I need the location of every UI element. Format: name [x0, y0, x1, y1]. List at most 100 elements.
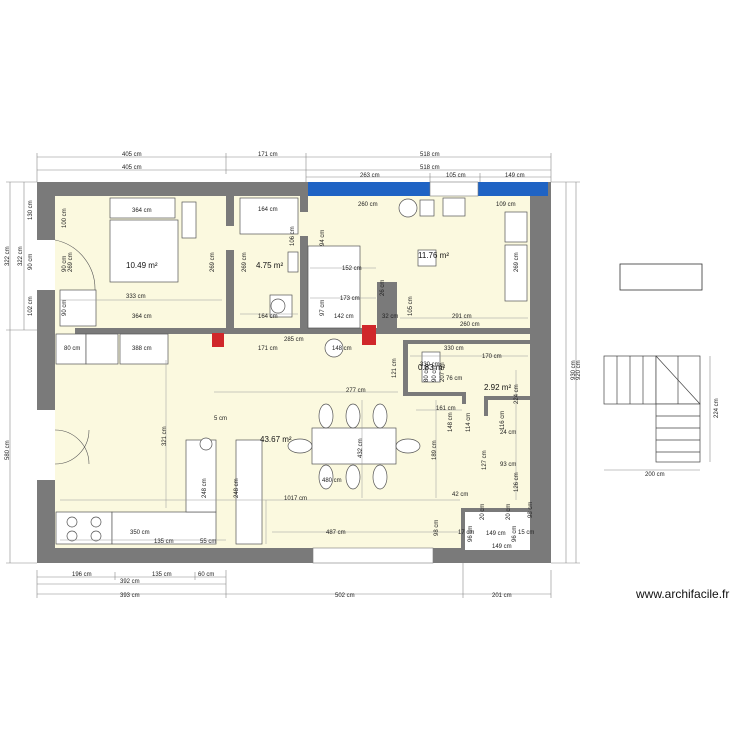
dim-135b: 135 cm	[154, 539, 174, 545]
bathroom-area-label: 4.75 m²	[256, 261, 283, 270]
living-area-label: 43.67 m²	[260, 435, 292, 444]
interior-dimension-lines	[60, 267, 528, 544]
dim-121: 121 cm	[392, 358, 398, 378]
dim-148: 148 cm	[332, 346, 352, 352]
dim-20b: 20 cm	[506, 504, 512, 520]
dim-269b: 269 cm	[210, 252, 216, 272]
chimney-right	[362, 325, 376, 345]
dim-24: 24 cm	[500, 430, 516, 436]
window-top-right	[308, 182, 433, 196]
dim-90c: 90 cm	[432, 366, 438, 382]
dim-114: 114 cm	[466, 413, 472, 432]
right-dimension-lines	[551, 181, 580, 564]
stair-dimension-lines	[604, 356, 711, 471]
dim-right-920: 920 cm	[576, 360, 582, 380]
dim-top-171: 171 cm	[258, 152, 278, 158]
notch-wall-left	[461, 508, 465, 550]
window-left-1	[37, 240, 55, 290]
dim-left-90: 90 cm	[28, 254, 34, 270]
dim-76: 76 cm	[446, 376, 462, 382]
dim-142: 142 cm	[334, 314, 354, 320]
dim-bottom-135: 135 cm	[152, 572, 172, 578]
chimney-left	[212, 333, 224, 347]
dim-116: 116 cm	[500, 411, 506, 430]
interior-dimension-labels: 364 cm 100 cm 90 cm 269 cm 269 cm 333 cm…	[62, 202, 534, 550]
dim-126: 126 cm	[514, 472, 520, 492]
bedroom-furniture	[59, 197, 197, 327]
dim-248: 248 cm	[202, 478, 208, 498]
notch-bottom-right	[463, 510, 530, 550]
dim-bottom-60: 60 cm	[198, 572, 214, 578]
dim-269a: 269 cm	[68, 252, 74, 272]
dim-149c: 149 cm	[492, 544, 512, 550]
dim-364b: 364 cm	[132, 314, 152, 320]
dim-330: 330 cm	[444, 346, 464, 352]
dim-left-322a: 322 cm	[5, 246, 11, 266]
dim-152: 152 cm	[342, 266, 362, 272]
dim-left-102: 102 cm	[28, 296, 34, 316]
room-ne-area-label: 11.76 m²	[418, 251, 449, 260]
dim-207: 207 cm	[440, 362, 446, 382]
door-gaps	[55, 212, 308, 334]
dim-bottom-196: 196 cm	[72, 572, 92, 578]
dim-left-130: 130 cm	[28, 200, 34, 220]
dim-top-105: 105 cm	[446, 173, 466, 179]
dim-432: 432 cm	[358, 438, 364, 458]
dim-98b: 98 cm	[528, 502, 534, 518]
dim-98: 98 cm	[434, 520, 440, 536]
room-ne-furniture	[398, 197, 528, 302]
window-top-mid	[429, 181, 479, 197]
dim-127: 127 cm	[482, 450, 488, 470]
dim-291: 291 cm	[452, 314, 472, 320]
dim-224: 224 cm	[514, 384, 520, 404]
window-top-right-2	[478, 182, 548, 196]
dim-173: 173 cm	[340, 296, 360, 302]
dim-top-405b: 405 cm	[122, 165, 142, 171]
left-dimension-lines	[6, 181, 37, 564]
dim-15: 15 cm	[518, 530, 534, 536]
dim-32: 32 cm	[382, 314, 398, 320]
dim-170: 170 cm	[482, 354, 502, 360]
dim-80: 80 cm	[64, 346, 80, 352]
dim-top-149: 149 cm	[505, 173, 525, 179]
dim-105: 105 cm	[408, 296, 414, 316]
dim-171: 171 cm	[258, 346, 278, 352]
stair-height-label: 224 cm	[714, 398, 720, 418]
dim-487: 487 cm	[326, 530, 346, 536]
dim-277: 277 cm	[346, 388, 366, 394]
dim-260b: 260 cm	[460, 322, 480, 328]
dim-388: 388 cm	[132, 346, 152, 352]
dim-top-405a: 405 cm	[122, 152, 142, 158]
interior-walls	[55, 196, 530, 416]
dim-top-263: 263 cm	[360, 173, 380, 179]
kitchen-furniture	[55, 333, 263, 545]
dim-96b: 96 cm	[512, 526, 518, 542]
dim-109: 109 cm	[496, 202, 516, 208]
top-dimension-lines	[36, 153, 552, 182]
dim-364a: 364 cm	[132, 208, 152, 214]
dim-94: 94 cm	[320, 230, 326, 246]
dim-left-322b: 322 cm	[18, 246, 24, 266]
dim-bottom-393: 393 cm	[120, 593, 140, 599]
stair-width-label: 200 cm	[645, 472, 665, 478]
dim-269c: 269 cm	[242, 252, 248, 272]
dim-106: 106 cm	[290, 226, 296, 246]
dim-93: 93 cm	[500, 462, 516, 468]
dim-bottom-201: 201 cm	[492, 593, 512, 599]
dim-350: 350 cm	[130, 530, 150, 536]
dim-189: 189 cm	[432, 440, 438, 460]
notch-wall	[463, 508, 533, 512]
dim-333: 333 cm	[126, 294, 146, 300]
shower-furniture	[307, 245, 361, 329]
dim-90b: 90 cm	[62, 300, 68, 316]
dim-96: 96 cm	[468, 526, 474, 542]
dim-480: 480 cm	[322, 478, 342, 484]
window-left-2	[37, 410, 55, 480]
dim-right-930: 930 cm	[571, 360, 577, 380]
dim-top-518a: 518 cm	[420, 152, 440, 158]
dim-161: 161 cm	[436, 406, 456, 412]
watermark[interactable]: www.archifacile.fr	[636, 587, 730, 601]
dim-90a: 90 cm	[62, 256, 68, 272]
dim-148b: 148 cm	[448, 412, 454, 432]
